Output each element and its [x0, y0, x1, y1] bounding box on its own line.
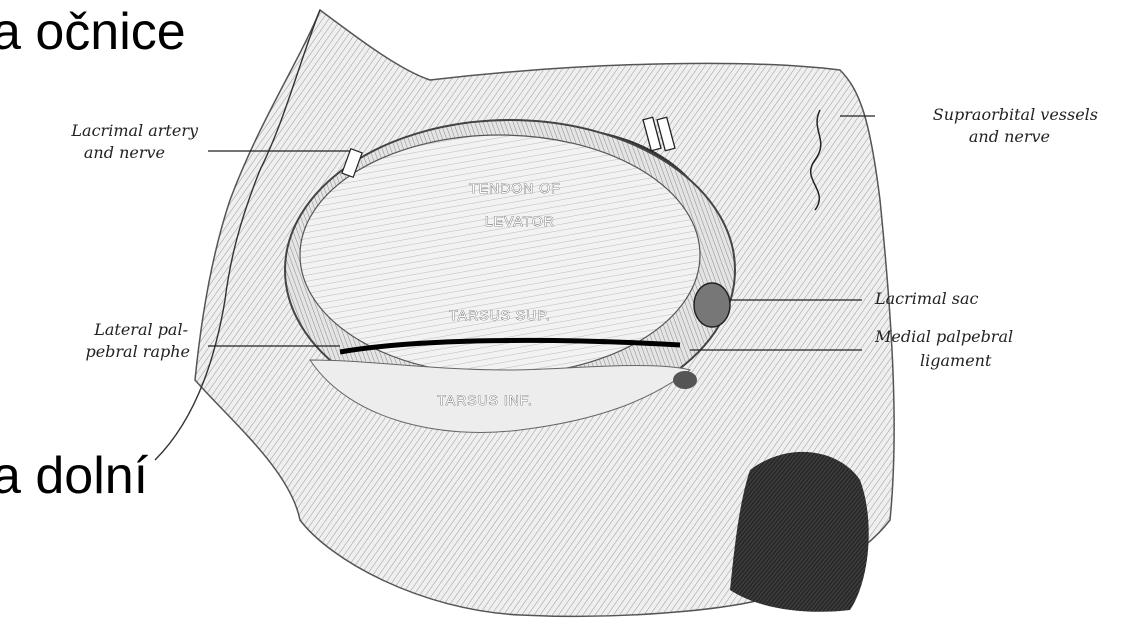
label-lacrimal-artery-1: Lacrimal artery: [70, 121, 199, 140]
label-lateral-palpebral-2: pebral raphe: [85, 342, 190, 361]
label-supraorbital-2: and nerve: [969, 127, 1050, 146]
label-medial-palpebral-2: ligament: [920, 351, 992, 370]
levator-label: LEVATOR: [485, 213, 555, 229]
tendon-of-label: TENDON OF: [469, 180, 560, 196]
label-lacrimal-sac: Lacrimal sac: [874, 289, 979, 308]
lacrimal-fossa: [730, 452, 869, 612]
tarsus-inf-label: TARSUS INF.: [437, 392, 533, 408]
label-lacrimal-artery-2: and nerve: [84, 143, 165, 162]
slide-text-line-2: a dolní: [0, 446, 148, 506]
tarsus-sup-label: TARSUS SUP.: [449, 307, 551, 323]
label-medial-palpebral-1: Medial palpebral: [874, 327, 1013, 346]
lacrimal-sac-shape: [694, 283, 730, 327]
label-lateral-palpebral-1: Lateral pal-: [93, 320, 188, 339]
small-node: [673, 371, 697, 389]
slide-text-line-1: a očnice: [0, 2, 186, 62]
label-supraorbital-1: Supraorbital vessels: [933, 105, 1098, 124]
